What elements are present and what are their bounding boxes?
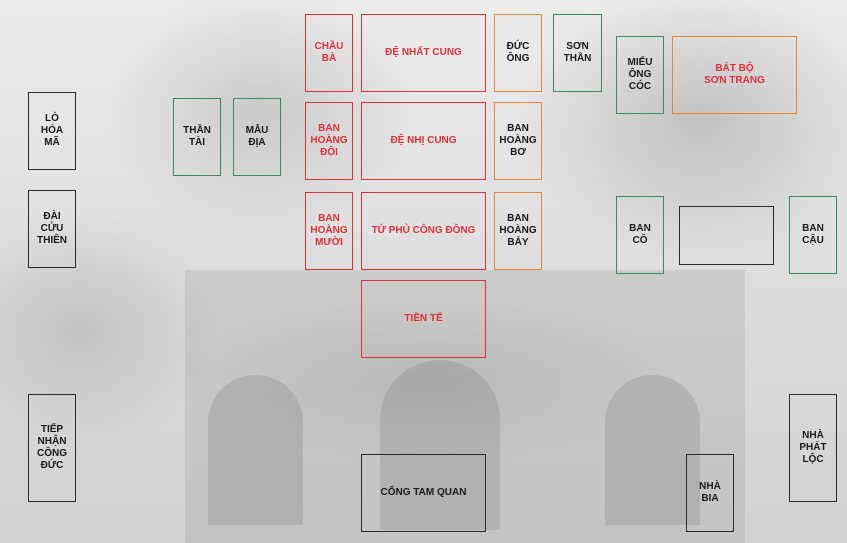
dai-cuu-thien-box: ĐÀI CỬU THIÊN (28, 190, 76, 268)
tiep-nhan-cong-duc-box: TIẾP NHẬN CÔNG ĐỨC (28, 394, 76, 502)
chau-ba-box: CHẦU BÀ (305, 14, 353, 92)
mieu-ong-coc-box: MIẾU ÔNG CÓC (616, 36, 664, 114)
arch-right (605, 375, 700, 525)
mau-dia-box: MẪU ĐỊA (233, 98, 281, 176)
son-than-box: SƠN THẦN (553, 14, 602, 92)
ban-hoang-doi-box: BAN HOÀNG ĐÔI (305, 102, 353, 180)
tien-te-box: TIỀN TẾ (361, 280, 486, 358)
de-nhi-cung-box: ĐỆ NHỊ CUNG (361, 102, 486, 180)
nha-phat-loc-box: NHÀ PHÁT LỘC (789, 394, 837, 502)
bat-bo-son-trang-box: BÁT BỘ SƠN TRANG (672, 36, 797, 114)
de-nhat-cung-box: ĐỆ NHẤT CUNG (361, 14, 486, 92)
tu-phu-cong-dong-box: TỨ PHỦ CÔNG ĐỒNG (361, 192, 486, 270)
nha-bia-box: NHÀ BIA (686, 454, 734, 532)
ban-co-box: BAN CÔ (616, 196, 664, 274)
ban-hoang-muoi-box: BAN HOÀNG MƯỜI (305, 192, 353, 270)
than-tai-box: THẦN TÀI (173, 98, 221, 176)
ban-hoang-bay-box: BAN HOÀNG BẢY (494, 192, 542, 270)
blank-box (679, 206, 774, 265)
lo-hoa-ma-box: LÒ HÓA MÃ (28, 92, 76, 170)
gate-silhouette (185, 270, 745, 543)
ban-hoang-bo-box: BAN HOÀNG BƠ (494, 102, 542, 180)
arch-center (380, 360, 500, 530)
ban-cau-box: BAN CẬU (789, 196, 837, 274)
duc-ong-box: ĐỨC ÔNG (494, 14, 542, 92)
cong-tam-quan-box: CỔNG TAM QUAN (361, 454, 486, 532)
arch-left (208, 375, 303, 525)
